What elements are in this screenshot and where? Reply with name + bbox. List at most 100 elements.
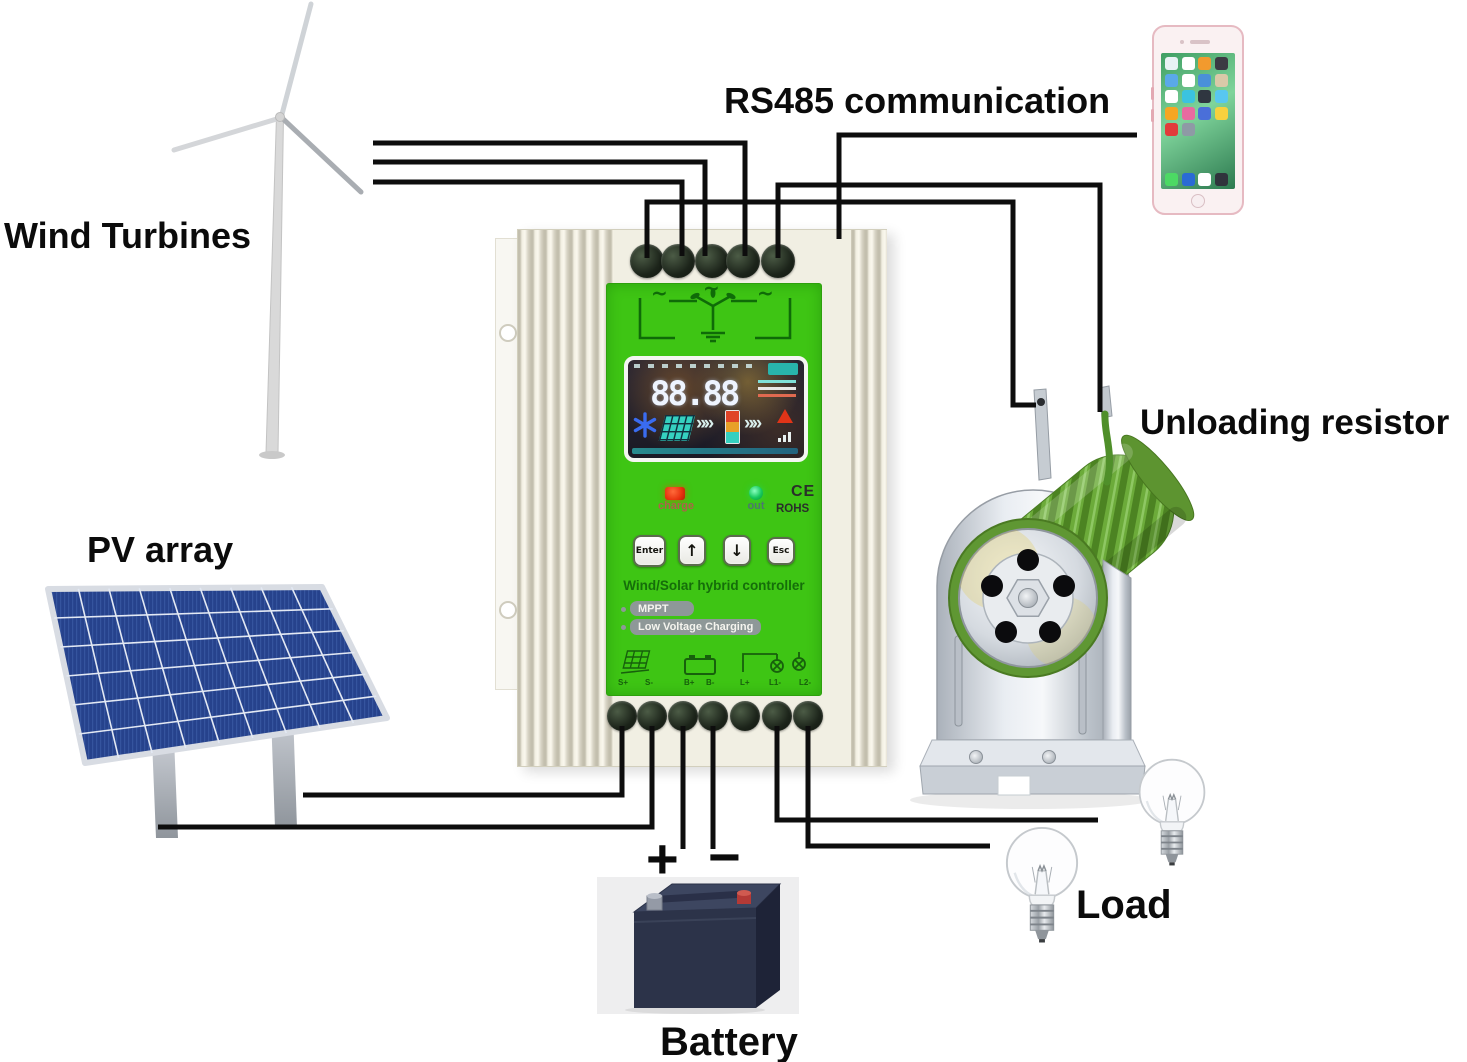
bracket-base-front xyxy=(919,765,1146,795)
controller-title: Wind/Solar hybrid controller xyxy=(623,578,805,593)
bottom-terminal-5 xyxy=(730,701,760,731)
turbine-blade-right xyxy=(278,114,364,195)
resistor-green-lead xyxy=(1101,410,1113,486)
terminal-label-l2-minus: L2- xyxy=(799,678,811,687)
controller-front-panel: ~~~ 88.88 »» xyxy=(606,283,822,696)
battery-minus-sign: − xyxy=(708,825,741,888)
terminal-label-s-minus: S- xyxy=(645,678,653,687)
load-bulb-2 xyxy=(1138,758,1206,866)
unloading-resistor-illustration xyxy=(910,385,1195,809)
lcd-bottom-bar xyxy=(632,448,798,454)
terminal-label-s-plus: S+ xyxy=(618,678,629,687)
wind-turbine-logo: ~~~ xyxy=(638,286,792,343)
enter-button[interactable]: Enter xyxy=(633,535,666,567)
lcd-signal-icon xyxy=(778,432,791,442)
phone-speaker xyxy=(1190,40,1210,44)
pv-panel xyxy=(45,584,390,766)
hybrid-controller: ~~~ 88.88 »» xyxy=(495,225,895,770)
bulb-filament xyxy=(1167,792,1177,802)
terminal-label-l-plus: L+ xyxy=(740,678,750,687)
plate-holes xyxy=(981,549,1075,643)
out-led xyxy=(749,486,763,500)
up-button[interactable]: ↑ xyxy=(678,535,706,566)
heatsink-fins-right xyxy=(851,230,887,766)
bracket-slot xyxy=(954,635,963,727)
lcd-unit-badge xyxy=(768,363,798,375)
wind-turbine-illustration xyxy=(171,1,364,459)
phone-side-button xyxy=(1150,87,1154,100)
wire-rs485 xyxy=(836,132,1137,239)
lcd-warning-icon xyxy=(777,409,793,423)
terminal-label-l1-minus: L1- xyxy=(769,678,781,687)
bottom-terminal-3 xyxy=(668,701,698,731)
wind-turbines-label: Wind Turbines xyxy=(4,215,251,256)
ce-mark: CE xyxy=(791,483,816,500)
down-button[interactable]: ↓ xyxy=(723,535,751,566)
bulb-neck xyxy=(1159,821,1185,832)
mounting-hole xyxy=(499,601,517,619)
battery-output-icon xyxy=(684,655,716,675)
lcd-segment-row xyxy=(758,394,796,397)
heatsink-fins-left xyxy=(518,230,614,766)
phone-side-button xyxy=(1150,109,1154,122)
turbine-blade-left xyxy=(171,115,283,153)
load-bulb-1 xyxy=(1005,826,1079,943)
rohs-mark: ROHS xyxy=(776,503,810,515)
feature-bullet xyxy=(621,607,626,612)
lcd-solar-icon xyxy=(658,415,696,441)
rs485-communication-label: RS485 communication xyxy=(724,80,1111,121)
bulb-neck xyxy=(1028,894,1056,906)
mounting-flange xyxy=(495,238,519,690)
svg-text:~: ~ xyxy=(757,286,774,305)
battery-right-face xyxy=(756,884,780,1008)
pv-array-label: PV array xyxy=(87,529,234,570)
unloading-resistor-label: Unloading resistor xyxy=(1140,403,1450,442)
phone-app-icons xyxy=(1165,57,1231,136)
lcd-flow-arrows: »» xyxy=(744,413,762,434)
bulb-stem xyxy=(1034,870,1050,895)
center-bolt xyxy=(1018,588,1038,608)
lcd-digits: 88.88 xyxy=(650,374,740,414)
bracket-base-top xyxy=(919,739,1146,767)
turbine-blade-up xyxy=(278,1,314,121)
esc-button[interactable]: Esc xyxy=(767,537,795,565)
turbine-hub xyxy=(275,112,285,122)
lcd-battery-icon xyxy=(725,410,740,444)
bottom-terminal-7 xyxy=(793,701,823,731)
phone-camera-dot xyxy=(1180,40,1184,44)
top-terminal-5 xyxy=(761,244,795,278)
battery-front-face xyxy=(634,908,756,1008)
base-notch xyxy=(997,775,1031,796)
base-screw xyxy=(1042,750,1056,764)
bulb-tip xyxy=(1165,854,1179,863)
tab-hole xyxy=(1037,398,1045,406)
smartphone xyxy=(1150,25,1244,215)
bottom-terminal-4 xyxy=(698,701,728,731)
bottom-terminal-6 xyxy=(762,701,792,731)
top-terminal-4 xyxy=(726,244,760,278)
pv-grid-lines xyxy=(54,586,377,759)
top-terminal-3 xyxy=(695,244,729,278)
battery-label: Battery xyxy=(660,1020,798,1062)
phone-home-button xyxy=(1191,194,1205,208)
bulb-tip xyxy=(1035,930,1049,940)
lcd-segment-row xyxy=(758,380,796,383)
lcd-display: 88.88 »» »» xyxy=(624,356,808,462)
top-terminal-2 xyxy=(661,244,695,278)
bulb-filament xyxy=(1037,863,1047,873)
phone-dock-icons xyxy=(1165,173,1231,186)
phone-screen xyxy=(1161,53,1235,189)
battery-illustration xyxy=(597,877,799,1014)
battery-post-negative-cap xyxy=(737,893,751,904)
load-label: Load xyxy=(1076,883,1172,927)
lcd-segment-row xyxy=(758,387,796,390)
lcd-flow-arrows: »» xyxy=(696,413,714,434)
bulb-stem xyxy=(1165,798,1179,821)
terminal-label-b-plus: B+ xyxy=(684,678,695,687)
svg-text:~: ~ xyxy=(703,286,720,300)
mounting-hole xyxy=(499,324,517,342)
feature-bullet xyxy=(621,625,626,630)
lcd-fan-icon xyxy=(633,412,657,438)
feature-low-voltage-charging: Low Voltage Charging xyxy=(630,619,762,635)
